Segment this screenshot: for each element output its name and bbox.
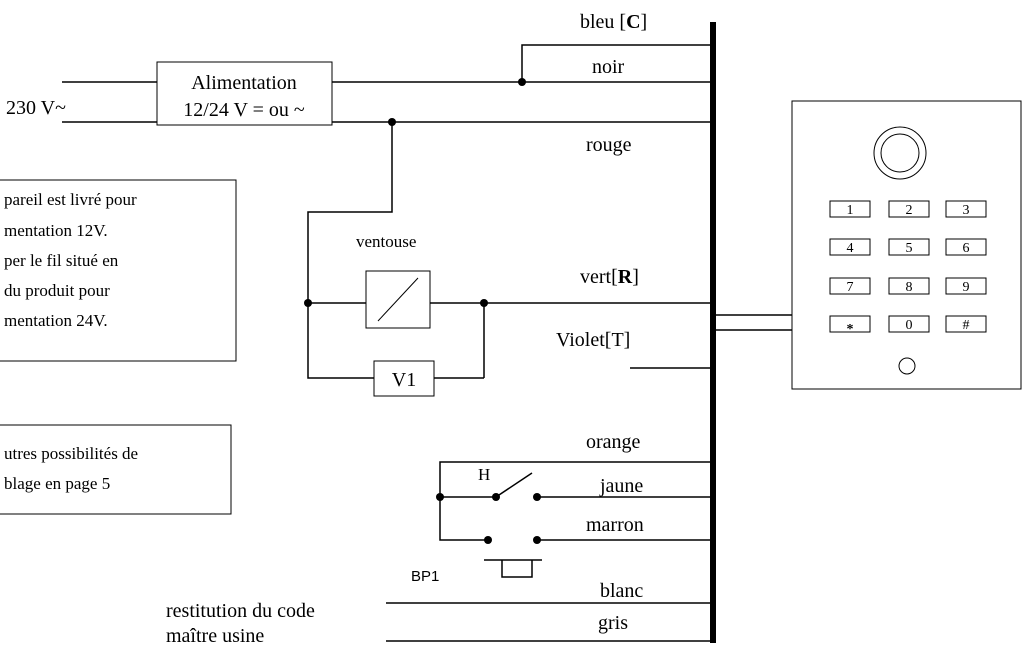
button-bp1-label: BP1 <box>411 568 439 585</box>
note-box-12v <box>0 179 237 362</box>
camera-lens-inner <box>880 133 920 173</box>
varistor-label: V1 <box>392 369 416 391</box>
red-tap-wire <box>307 122 393 379</box>
mains-label: 230 V~ <box>6 97 66 119</box>
keypad-key-box <box>945 238 987 256</box>
restore-label-2: maître usine <box>166 625 264 647</box>
keypad-key-box <box>888 238 930 256</box>
keypad-key-label: 8 <box>906 280 913 295</box>
keypad-key-box <box>945 315 987 333</box>
label-white: blanc <box>600 580 643 602</box>
switch-h-blade <box>495 472 533 498</box>
keypad-key-label: 4 <box>847 241 854 256</box>
maglock-slash <box>377 277 419 322</box>
keypad-key-box <box>829 277 871 295</box>
note-wiring-line-2: blage en page 5 <box>4 474 110 493</box>
label-green: vert[R] <box>580 266 639 288</box>
label-red: rouge <box>586 134 632 156</box>
status-led <box>898 357 916 375</box>
junction-maglock-left <box>304 299 312 307</box>
note-wiring-line-1: utres possibilités de <box>4 444 138 463</box>
camera-lens-outer <box>873 126 927 180</box>
keypad-key-box <box>829 238 871 256</box>
varistor-symbol <box>373 360 435 397</box>
maglock-label: ventouse <box>356 232 416 251</box>
keypad-key-label: 1 <box>847 203 854 218</box>
note-12v-line-1: pareil est livré pour <box>4 190 137 209</box>
note-box-wiring <box>0 424 232 515</box>
power-supply-label-2: 12/24 V = ou ~ <box>183 99 305 121</box>
keypad-key-box <box>888 315 930 333</box>
restore-label-1: restitution du code <box>166 600 315 622</box>
keypad-key-box <box>945 200 987 218</box>
junction-blue-black <box>518 78 526 86</box>
keypad-unit: 1 2 3 4 5 6 7 8 9 * 0 # <box>791 100 1022 390</box>
power-supply-box <box>156 61 333 126</box>
label-brown: marron <box>586 514 644 536</box>
keypad-key-label: 7 <box>847 280 854 295</box>
wire-blue <box>521 44 713 82</box>
button-bp1-left <box>484 536 492 544</box>
keypad-key-label: 3 <box>963 203 970 218</box>
label-violet: Violet[T] <box>556 329 630 351</box>
note-12v-line-5: mentation 24V. <box>4 311 108 330</box>
switch-h-label: H <box>478 465 490 484</box>
keypad-key-label: 0 <box>906 318 913 333</box>
keypad-key-label: 5 <box>906 241 913 256</box>
note-12v-line-4: du produit pour <box>4 281 110 300</box>
label-black: noir <box>592 56 625 78</box>
keypad-keys: 1 2 3 4 5 6 7 8 9 * 0 # <box>829 200 987 337</box>
label-blue: bleu [C] <box>580 11 647 33</box>
keypad-key-box <box>829 200 871 218</box>
keypad-key-box <box>888 277 930 295</box>
label-yellow: jaune <box>599 475 643 497</box>
keypad-key-label: # <box>963 318 970 333</box>
keypad-key-label: 2 <box>906 203 913 218</box>
keypad-key-box <box>829 315 871 333</box>
keypad-key-label: 6 <box>963 241 970 256</box>
label-grey: gris <box>598 612 628 634</box>
keypad-key-label: 9 <box>963 280 970 295</box>
note-12v-line-3: per le fil situé en <box>4 251 119 270</box>
label-orange: orange <box>586 431 641 453</box>
keypad-key-label: * <box>847 322 854 337</box>
note-12v-line-2: mentation 12V. <box>4 221 108 240</box>
power-supply-label-1: Alimentation <box>191 72 297 94</box>
junction-maglock-right <box>480 299 488 307</box>
button-bp1-cap <box>501 560 533 578</box>
keypad-key-box <box>888 200 930 218</box>
keypad-key-box <box>945 277 987 295</box>
